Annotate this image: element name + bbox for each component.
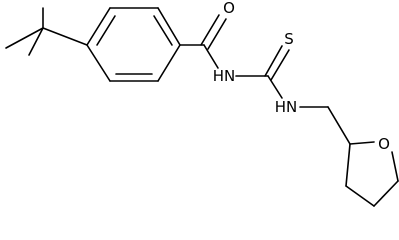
thf-bond-c3-c2 bbox=[345, 143, 351, 187]
carbonyl-oxygen-label: O bbox=[223, 0, 235, 17]
bond-carbonyl-to-nh bbox=[203, 44, 219, 69]
carbonyl-group bbox=[179, 14, 227, 69]
ring-bond-6 bbox=[86, 44, 111, 82]
thf-bond-o-c5 bbox=[391, 151, 399, 182]
ring-bond-4 bbox=[157, 44, 181, 82]
bond-tbu-methyl-bottom bbox=[28, 27, 44, 56]
thione-sulfur-label: S bbox=[284, 30, 294, 48]
methylene-linker bbox=[299, 106, 351, 145]
ring-bond-1 bbox=[86, 7, 111, 46]
bond-thiocarbonyl-to-nh bbox=[267, 75, 283, 99]
thiourea-group bbox=[235, 45, 290, 99]
thiourea-nh-label: HN bbox=[275, 98, 298, 116]
benzene-ring bbox=[86, 7, 181, 82]
thf-bond-c4-c3 bbox=[345, 185, 375, 207]
ring-oxygen-label: O bbox=[378, 135, 390, 153]
thione-double-bond-a bbox=[264, 45, 283, 77]
carbonyl-double-bond-a bbox=[200, 14, 220, 46]
thione-double-bond-b bbox=[270, 49, 290, 81]
amide-nh-label: HN bbox=[213, 67, 236, 85]
ring-bond-3 bbox=[157, 7, 181, 46]
thf-bond-c2-o bbox=[349, 141, 375, 145]
ring-double-bond-inner-1 bbox=[96, 15, 116, 46]
tert-butyl-group bbox=[5, 7, 88, 56]
bond-ch2-to-ring bbox=[327, 106, 351, 145]
structural-formula: O HN S HN O bbox=[5, 0, 399, 207]
thf-bond-c5-c4 bbox=[373, 180, 399, 207]
bond-tbu-to-ring bbox=[42, 27, 88, 46]
carbonyl-double-bond-b bbox=[207, 18, 227, 50]
tetrahydrofuran-ring bbox=[345, 141, 399, 207]
bond-tbu-methyl-left bbox=[5, 27, 44, 49]
ring-double-bond-inner-2 bbox=[153, 15, 173, 46]
